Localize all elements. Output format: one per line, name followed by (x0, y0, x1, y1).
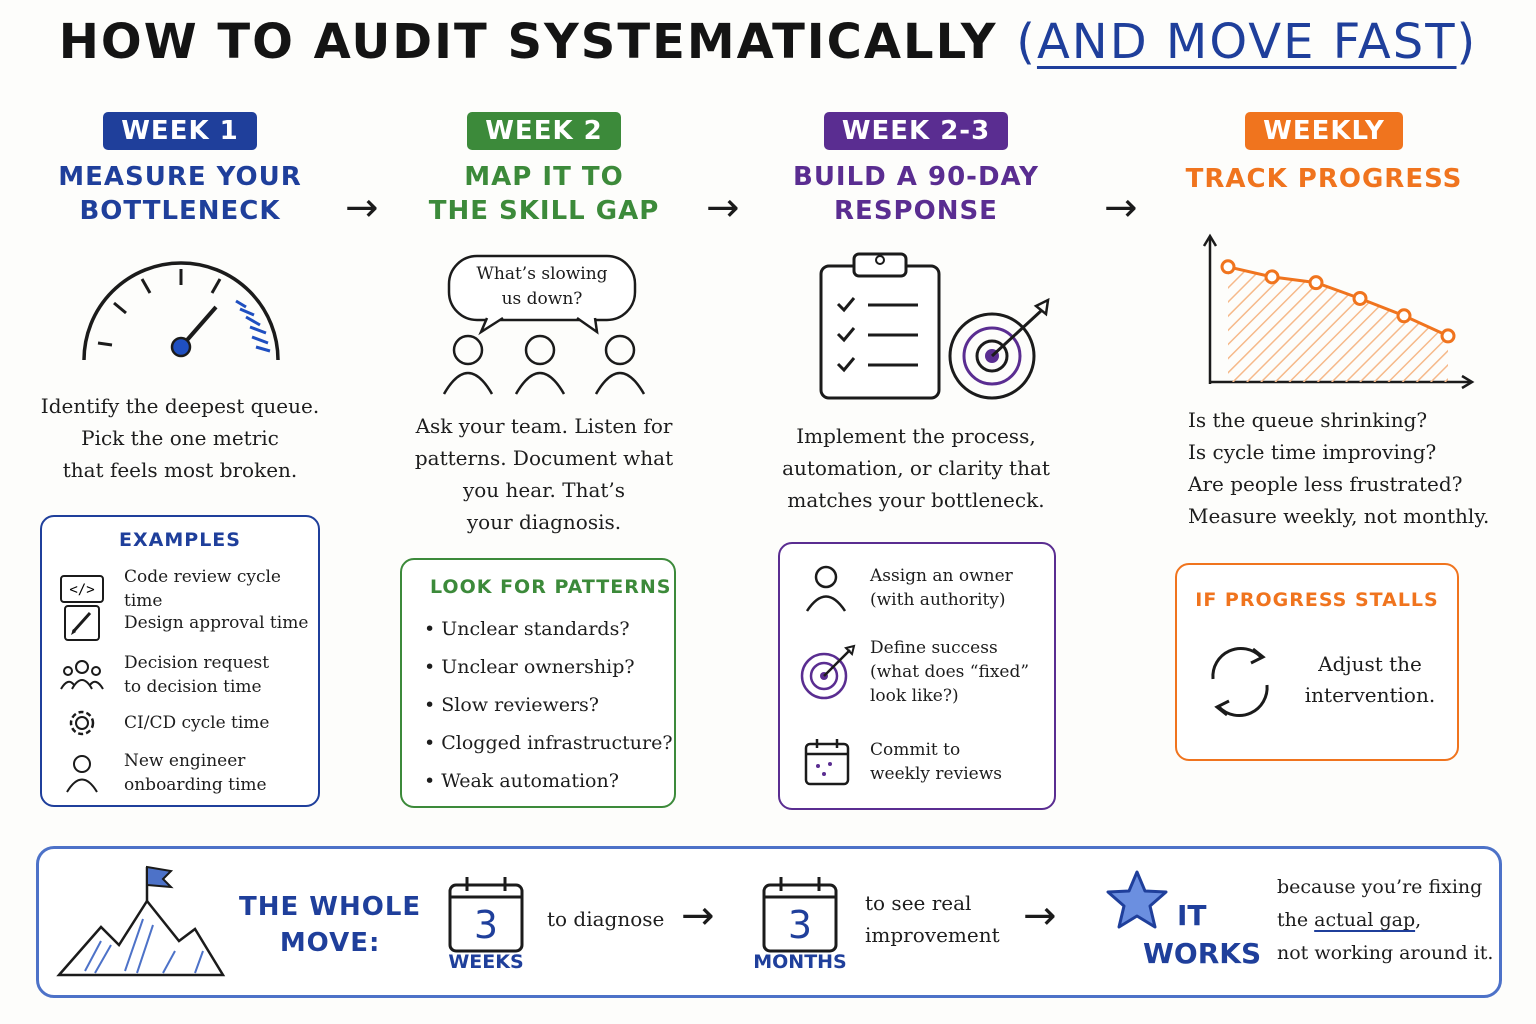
patterns-box: LOOK FOR PATTERNS • Unclear standards? •… (400, 558, 676, 808)
step-week-2-3: WEEK 2-3 BUILD A 90-DAY RESPONSE (756, 112, 1076, 228)
badge-weekly: WEEKLY (1245, 112, 1403, 150)
page-title: HOW TO AUDIT SYSTEMATICALLY (AND MOVE FA… (0, 14, 1536, 70)
title-subtitle: (AND MOVE FAST) (1016, 14, 1478, 70)
chart-area-fill (1228, 266, 1448, 382)
bubble-line: us down? (501, 289, 583, 309)
list-item: • Unclear ownership? (424, 656, 635, 678)
svg-text:</>: </> (69, 582, 94, 598)
examples-box: EXAMPLES </> Code review cycle time Desi… (40, 515, 320, 807)
desc-week-2: Ask your team. Listen for patterns. Docu… (414, 414, 674, 534)
list-item: Define success(what does “fixed”look lik… (800, 636, 1029, 708)
gear-icon (69, 710, 95, 736)
arrow-1-2: → (345, 185, 379, 231)
response-box: Assign an owner(with authority) Define s… (778, 542, 1056, 810)
badge-week-1: WEEK 1 (103, 112, 257, 150)
whole-move-label: THE WHOLE MOVE: (239, 892, 422, 958)
weeks-text: to diagnose (547, 907, 665, 931)
code-icon: </> (60, 575, 104, 603)
arrow-months-works: → (1023, 893, 1057, 939)
arrow-3-4: → (1104, 185, 1138, 231)
heading-week-2: MAP IT TO THE SKILL GAP (428, 162, 660, 226)
step-week-1: WEEK 1 MEASURE YOUR BOTTLENECK (20, 112, 340, 228)
calendar-icon (448, 877, 524, 953)
pencil-icon (64, 605, 100, 641)
desc-weekly: Is the queue shrinking? Is cycle time im… (1188, 408, 1490, 528)
list-item: </> Code review cycle time (60, 565, 318, 613)
step-week-2: WEEK 2 MAP IT TO THE SKILL GAP (384, 112, 704, 228)
chart-point (1308, 275, 1324, 291)
badge-week-2-3: WEEK 2-3 (823, 112, 1009, 150)
patterns-title: LOOK FOR PATTERNS (430, 576, 672, 598)
star-icon (1106, 870, 1168, 929)
mountain-flag-icon (56, 865, 226, 977)
list-item: • Slow reviewers? (424, 694, 599, 716)
target-icon (948, 297, 1050, 400)
x-axis-arrowhead (1461, 374, 1475, 390)
actual-gap-highlight: actual gap (1314, 909, 1416, 931)
heading-weekly: TRACK PROGRESS (1185, 164, 1463, 194)
months-label: MONTHS (753, 951, 847, 973)
target-icon (800, 644, 856, 700)
speech-bubble-icon: What’s slowing us down? (447, 254, 637, 336)
progress-line-chart (1202, 233, 1475, 390)
person-icon (805, 565, 847, 612)
arrow-weeks-months: → (681, 893, 715, 939)
because-text: because you’re fixing the actual gap, no… (1277, 876, 1494, 964)
clipboard-icon (819, 252, 941, 400)
title-main: HOW TO AUDIT SYSTEMATICALLY (58, 14, 998, 70)
chart-point (1264, 269, 1280, 285)
calendar-icon (762, 877, 838, 953)
stalls-text: Adjust the intervention. (1304, 652, 1436, 707)
desc-week-2-3: Implement the process, automation, or cl… (782, 424, 1050, 512)
list-item: CI/CD cycle time (64, 705, 270, 741)
chart-point (1396, 308, 1412, 324)
examples-title: EXAMPLES (119, 529, 241, 551)
list-item: • Unclear standards? (424, 618, 630, 640)
arrow-2-3: → (706, 185, 740, 231)
bubble-line: What’s slowing (476, 264, 608, 284)
refresh-cycle-icon (1211, 646, 1269, 718)
list-item: • Clogged infrastructure? (424, 732, 673, 754)
heading-week-1: MEASURE YOUR BOTTLENECK (58, 162, 302, 226)
chart-point (1352, 290, 1368, 306)
step-weekly: WEEKLY TRACK PROGRESS (1164, 112, 1484, 196)
chart-point (1440, 328, 1456, 344)
list-item: Design approval time (64, 605, 308, 641)
speedometer-icon (82, 261, 280, 361)
chart-series-line (1227, 265, 1449, 338)
whole-move-banner: THE WHOLE MOVE: 3 WEEKS to diagnose → 3 … (36, 846, 1502, 998)
months-text: to see real improvement (865, 891, 1000, 947)
weeks-label: WEEKS (448, 951, 524, 973)
badge-week-2: WEEK 2 (467, 112, 621, 150)
it-works-label: IT WORKS (1143, 899, 1262, 970)
months-number: 3 (787, 903, 813, 947)
list-item: Assign an owner(with authority) (804, 564, 1013, 612)
stalls-title: IF PROGRESS STALLS (1195, 589, 1439, 611)
stalls-box: IF PROGRESS STALLS Adjust the interventi… (1175, 563, 1459, 761)
team-icon (60, 660, 104, 690)
desc-week-1: Identify the deepest queue. Pick the one… (40, 394, 320, 482)
person-icon (66, 755, 98, 793)
weeks-number: 3 (473, 903, 499, 947)
heading-week-2-3: BUILD A 90-DAY RESPONSE (793, 162, 1039, 226)
list-item: • Weak automation? (424, 770, 619, 792)
calendar-icon (804, 739, 850, 786)
team-icon (442, 334, 646, 395)
chart-point (1220, 259, 1236, 275)
y-axis-arrowhead (1202, 233, 1218, 247)
